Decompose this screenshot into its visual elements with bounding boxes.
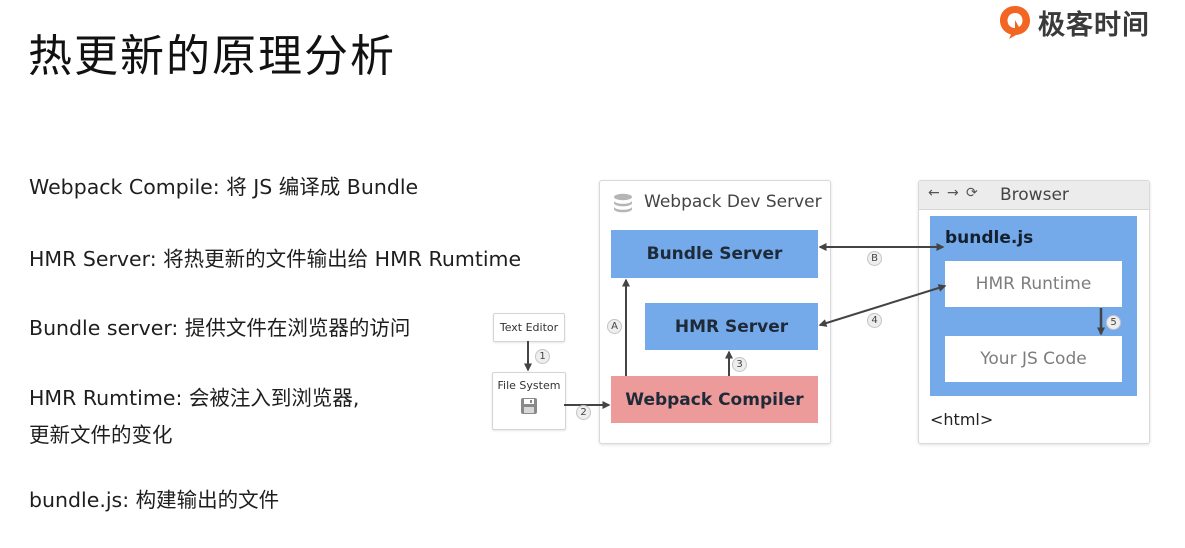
arrow-4-hmr-server-runtime [818,284,947,327]
step-badge-b: B [867,251,882,266]
hmr-runtime-box: HMR Runtime [945,261,1122,307]
bundle-server-label: Bundle Server [646,244,783,264]
your-js-code-box: Your JS Code [945,336,1122,382]
bullet-webpack-compile: Webpack Compile: 将 JS 编译成 Bundle [29,175,419,199]
step-badge-2: 2 [576,405,591,420]
step-badge-5: 5 [1106,315,1121,330]
bundle-js-label: bundle.js [945,228,1034,248]
page-title: 热更新的原理分析 [28,31,396,82]
bullet-bundle-js: bundle.js: 构建输出的文件 [29,488,280,512]
step-badge-1: 1 [535,349,550,364]
forward-arrow-icon: → [947,185,959,201]
step-badge-a: A [607,319,622,334]
bullet-hmr-server: HMR Server: 将热更新的文件输出给 HMR Rumtime [29,247,522,271]
browser-title: Browser [1000,185,1069,205]
bullet-bundle-server: Bundle server: 提供文件在浏览器的访问 [29,316,411,340]
hmr-runtime-label: HMR Runtime [975,274,1092,294]
logo-text: 极客时间 [1038,9,1150,41]
hmr-server-label: HMR Server [674,316,789,337]
hmr-server-box: HMR Server [645,303,818,350]
text-editor-box: Text Editor [493,313,565,342]
html-tag-label: <html> [930,410,994,429]
reload-icon: ⟳ [966,185,978,201]
floppy-disk-icon [521,398,537,414]
geektime-logo-icon [1000,6,1030,39]
browser-toolbar: ← → ⟳ Browser [919,181,1149,210]
webpack-compiler-label: Webpack Compiler [625,389,804,410]
webpack-compiler-box: Webpack Compiler [611,376,818,423]
step-badge-3: 3 [732,357,747,372]
your-js-code-label: Your JS Code [980,349,1087,369]
bullet-hmr-runtime: HMR Rumtime: 会被注入到浏览器, [29,386,360,410]
bundle-server-box: Bundle Server [611,230,818,278]
brand-logo: 极客时间 [998,2,1150,42]
step-badge-4: 4 [867,313,882,328]
webpack-dev-server-title: Webpack Dev Server [644,192,822,212]
back-arrow-icon: ← [928,185,940,201]
file-system-label: File System [497,379,561,392]
text-editor-label: Text Editor [499,321,559,334]
bullet-hmr-runtime-cont: 更新文件的变化 [29,423,173,447]
database-icon [614,193,632,213]
file-system-box: File System [492,372,566,430]
